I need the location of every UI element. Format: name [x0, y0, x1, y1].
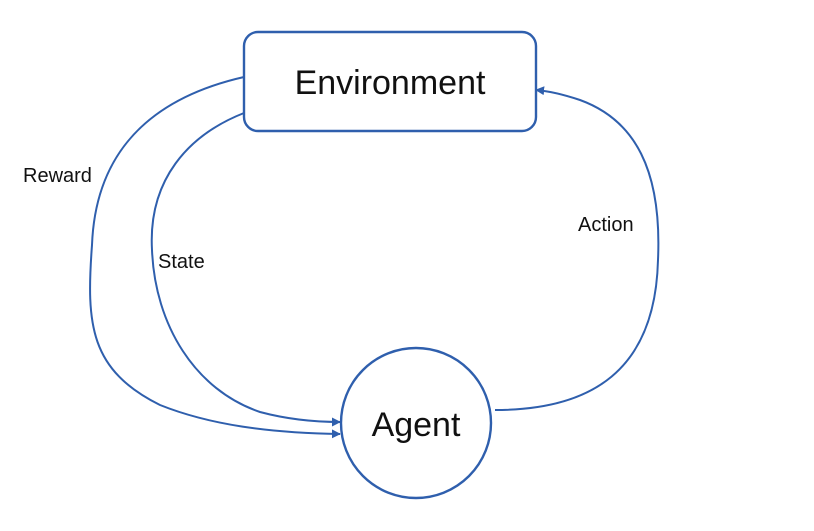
state-edge — [150, 112, 341, 427]
environment-node: Environment — [242, 30, 538, 133]
reward-label: Reward — [23, 165, 92, 187]
agent-node: Agent — [339, 346, 493, 500]
action-edge — [494, 86, 660, 411]
reward-edge — [89, 76, 341, 439]
environment-label: Environment — [295, 64, 486, 102]
action-label: Action — [578, 214, 634, 236]
environment-box — [242, 30, 538, 133]
agent-circle — [339, 346, 493, 500]
agent-label: Agent — [372, 406, 461, 444]
state-label: State — [158, 251, 205, 273]
